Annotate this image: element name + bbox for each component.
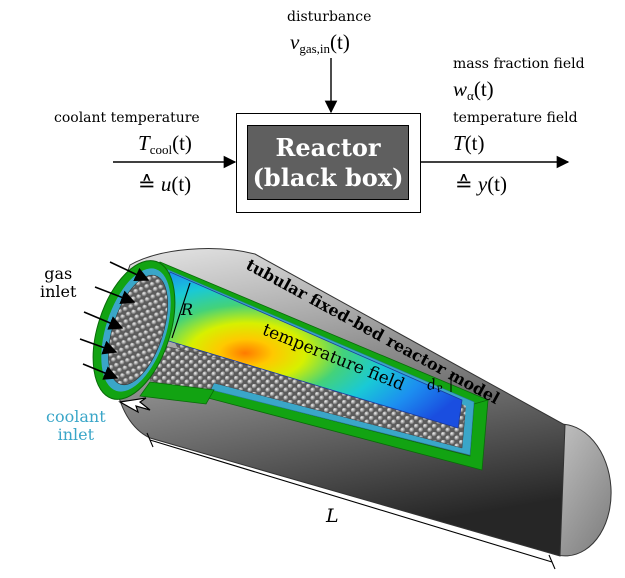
output-argument: (t) — [487, 172, 508, 196]
reactor-block: Reactor (black box) — [236, 113, 421, 213]
radius-marker — [171, 282, 191, 339]
coolant-inlet-arrow — [118, 397, 151, 414]
coolant-inlet-label: coolant inlet — [46, 408, 106, 444]
gas-inlet-arrows — [79, 261, 150, 380]
tubular-reactor — [92, 248, 612, 557]
coolant-temperature-label: coolant temperature — [54, 110, 200, 126]
reactor-subtitle: (black box) — [252, 162, 404, 192]
input-signal: ≙ u(t) — [138, 174, 191, 195]
disturbance-signal: vgas,in(t) — [290, 30, 350, 56]
coolant-symbol: T — [138, 131, 150, 155]
particle-subscript: P — [436, 384, 444, 396]
reactor-title: Reactor — [275, 132, 381, 162]
coolant-inlet-line2: inlet — [57, 425, 95, 444]
gas-inlet-line1: gas — [44, 264, 73, 283]
radius-label: R — [181, 300, 194, 319]
length-label: L — [326, 505, 339, 527]
input-equivalence: ≙ — [138, 172, 156, 196]
coolant-argument: (t) — [172, 131, 192, 155]
disturbance-label: disturbance — [287, 9, 372, 25]
mass-fraction-argument: (t) — [473, 77, 494, 101]
temperature-field-argument: (t) — [464, 131, 485, 155]
disturbance-subscript: gas,in — [299, 41, 331, 56]
output-symbol: y — [477, 172, 488, 196]
block-diagram-arrows — [113, 58, 570, 169]
coolant-inlet-line1: coolant — [46, 407, 106, 426]
input-symbol: u — [160, 172, 172, 196]
coolant-subscript: cool — [149, 142, 173, 157]
mass-fraction-signal: wα(t) — [453, 77, 494, 103]
particle-diameter-label: dP — [426, 376, 444, 397]
temperature-field-symbol: T — [453, 131, 465, 155]
cut-step — [139, 381, 215, 405]
input-argument: (t) — [171, 172, 192, 196]
output-equivalence: ≙ — [455, 172, 473, 196]
output-signal: ≙ y(t) — [455, 174, 507, 195]
temperature-field-signal: T(t) — [453, 133, 485, 154]
temperature-field-output-label: temperature field — [453, 110, 578, 126]
mass-fraction-label: mass fraction field — [453, 56, 585, 72]
gas-inlet-line2: inlet — [40, 282, 77, 301]
coolant-temperature-signal: Tcool(t) — [138, 131, 192, 157]
gas-inlet-label: gas inlet — [40, 265, 76, 301]
reactor-black-box: Reactor (black box) — [247, 125, 409, 200]
disturbance-argument: (t) — [330, 30, 350, 54]
length-dimension — [146, 432, 556, 570]
mass-fraction-subscript: α — [467, 88, 474, 103]
mass-fraction-symbol: w — [453, 77, 468, 101]
disturbance-symbol: v — [290, 30, 300, 54]
packed-bed-lower-surface — [149, 344, 466, 449]
